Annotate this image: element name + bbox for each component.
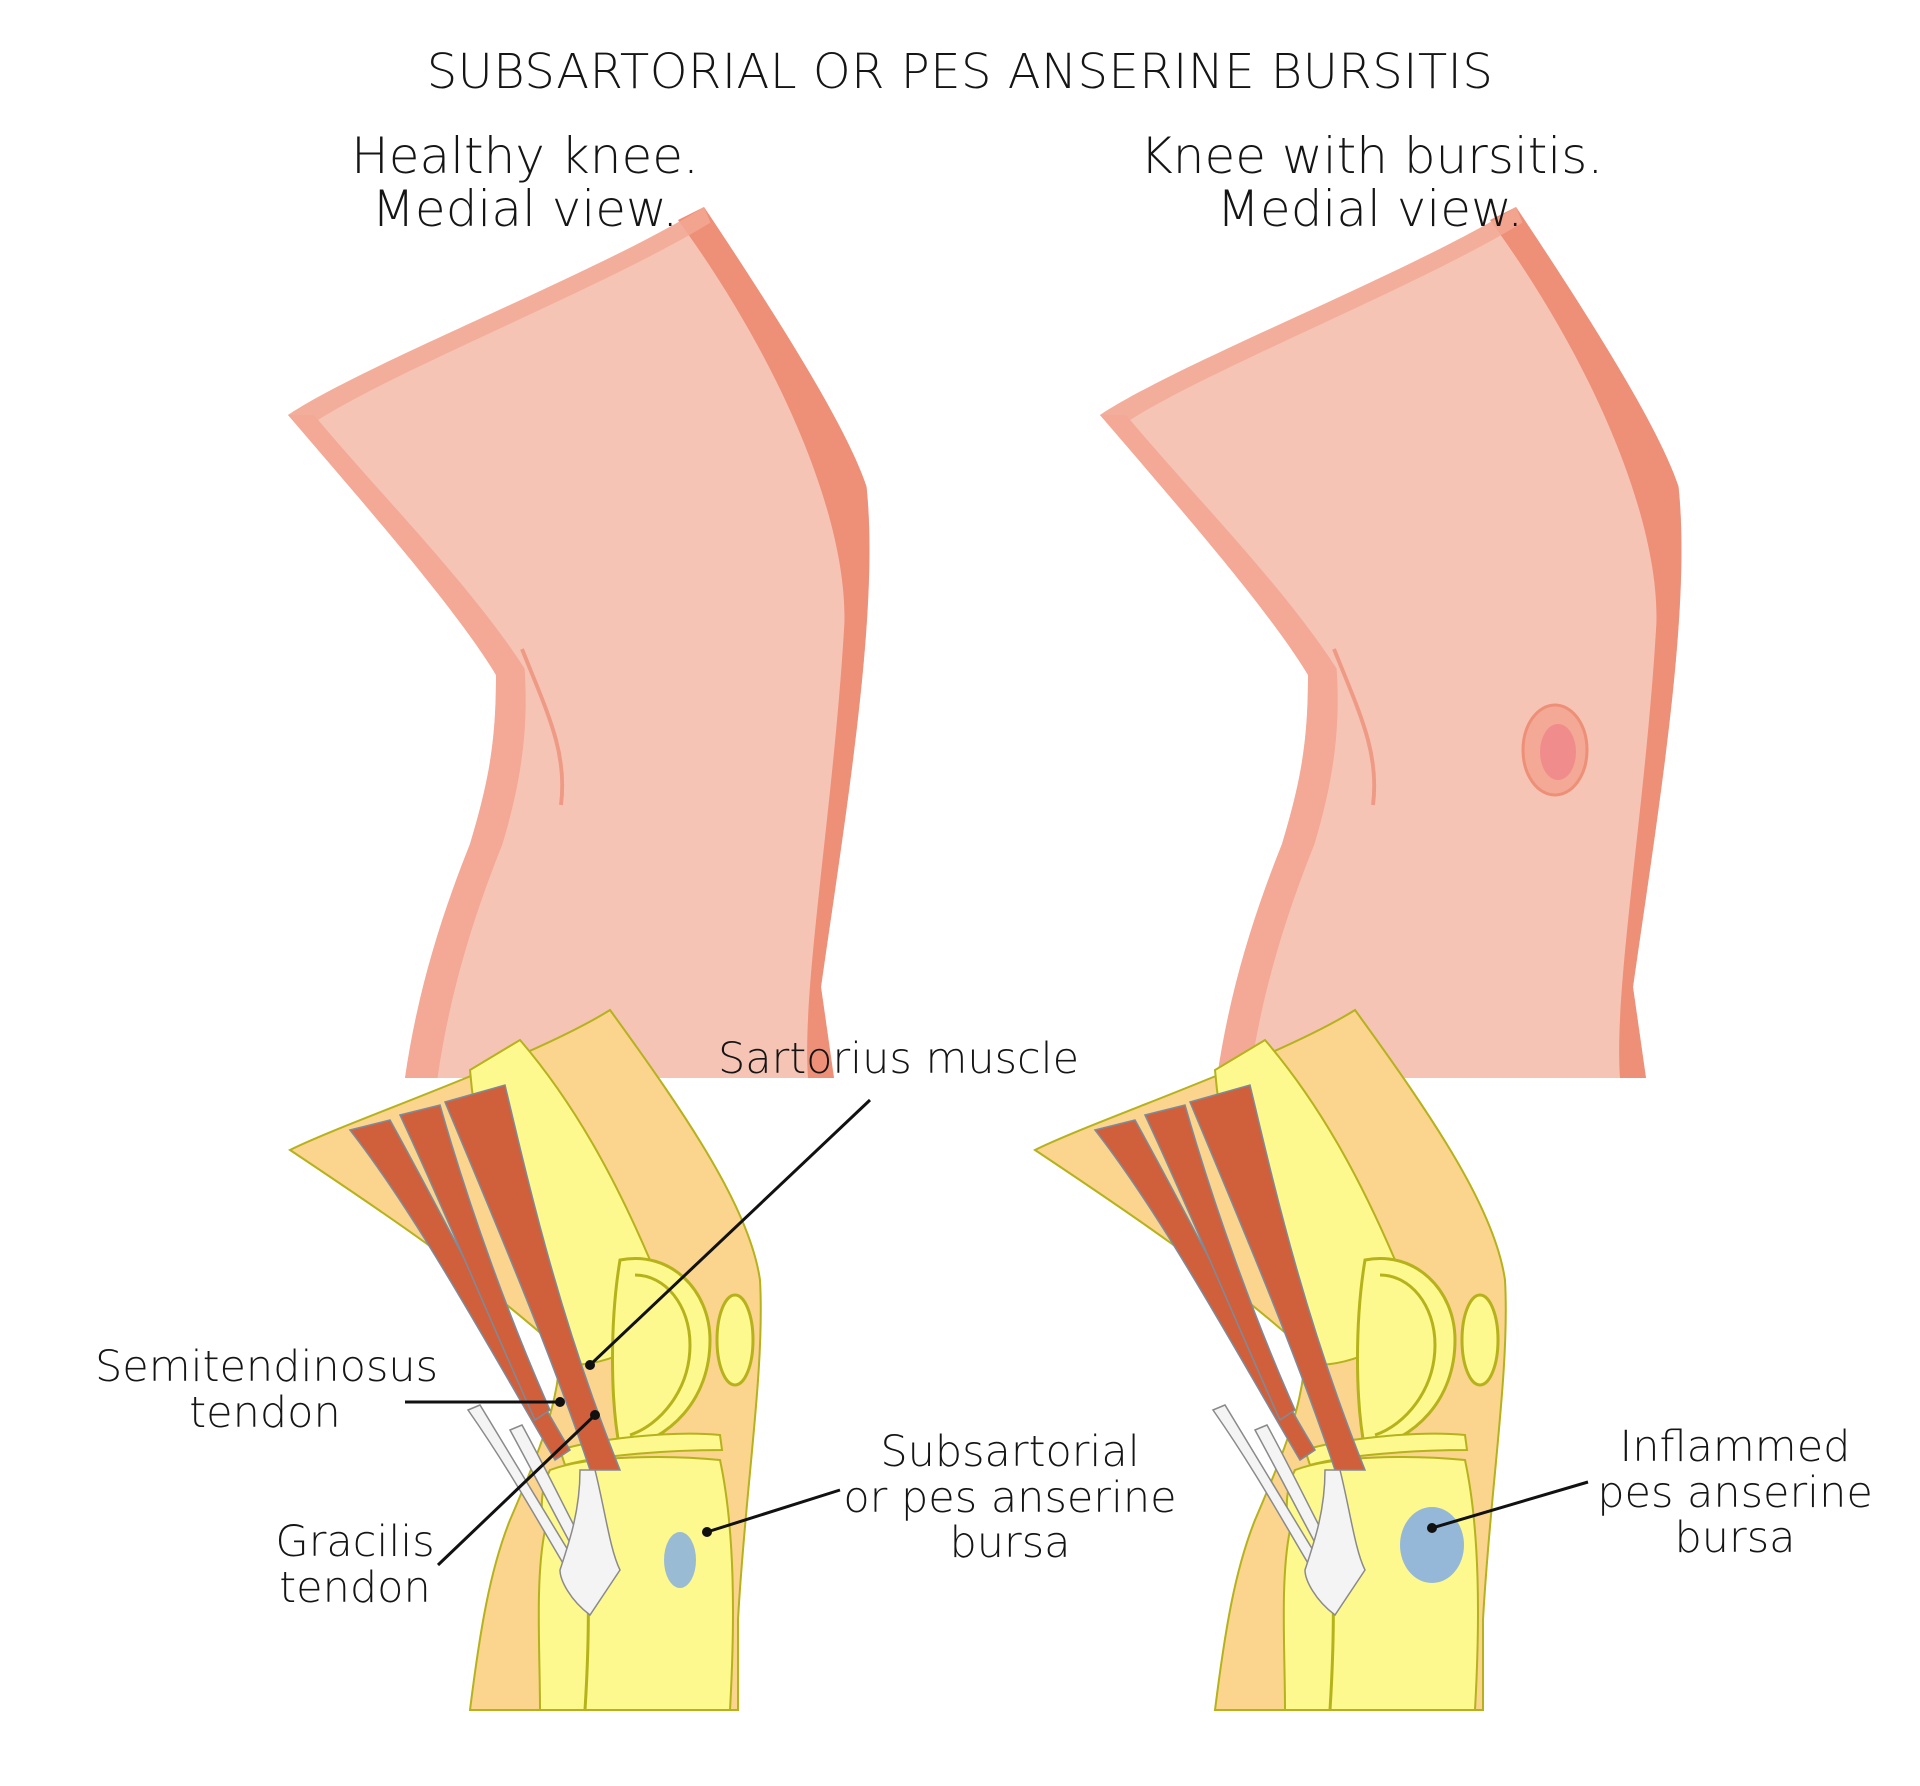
inflamed-line1: Inflammed bbox=[1619, 1422, 1851, 1472]
semitendinosus-line2: tendon bbox=[189, 1387, 341, 1438]
bursitis-knee-cross-section bbox=[1033, 1008, 1508, 1712]
healthy-knee-illustration bbox=[286, 205, 872, 1080]
label-sartorius-muscle: Sartorius muscle bbox=[718, 1034, 1080, 1084]
leader-bursa bbox=[706, 1488, 841, 1534]
diagram-title: SUBSARTORIAL OR PES ANSERINE BURSITIS bbox=[426, 44, 1494, 100]
leader-gracilis bbox=[436, 1413, 597, 1567]
bursa-line3: bursa bbox=[949, 1518, 1071, 1569]
bursitis-caption-line2: Medial view. bbox=[1216, 180, 1524, 238]
bursa-line1: Subsartorial bbox=[880, 1427, 1140, 1477]
gracilis-line2: tendon bbox=[279, 1562, 431, 1613]
healthy-caption-line2: Medial view. bbox=[371, 180, 679, 238]
label-inflamed-bursa: Inflammed pes anserine bursa bbox=[1590, 1422, 1880, 1564]
label-semitendinosus-tendon: Semitendinosus tendon bbox=[95, 1342, 439, 1438]
bursitis-caption-line1: Knee with bursitis. bbox=[1140, 127, 1604, 185]
bursitis-caption: Knee with bursitis. Medial view. bbox=[1140, 127, 1604, 238]
inflamed-line3: bursa bbox=[1674, 1513, 1796, 1564]
label-gracilis-tendon: Gracilis tendon bbox=[255, 1517, 455, 1613]
inflamed-bursa bbox=[1400, 1507, 1464, 1583]
semitendinosus-line1: Semitendinosus bbox=[95, 1342, 439, 1392]
leader-sartorius bbox=[588, 1098, 872, 1367]
label-subsartorial-bursa: Subsartorial or pes anserine bursa bbox=[840, 1427, 1180, 1569]
leader-inflamed-bursa bbox=[1431, 1480, 1589, 1530]
inflamed-line2: pes anserine bbox=[1597, 1467, 1873, 1518]
healthy-caption: Healthy knee. Medial view. bbox=[330, 130, 720, 236]
bursitis-knee-illustration bbox=[1098, 205, 1684, 1080]
gracilis-line1: Gracilis bbox=[275, 1517, 435, 1567]
healthy-caption-line1: Healthy knee. bbox=[351, 127, 699, 185]
healthy-bursa bbox=[664, 1532, 696, 1588]
bursa-line2: or pes anserine bbox=[843, 1472, 1177, 1523]
